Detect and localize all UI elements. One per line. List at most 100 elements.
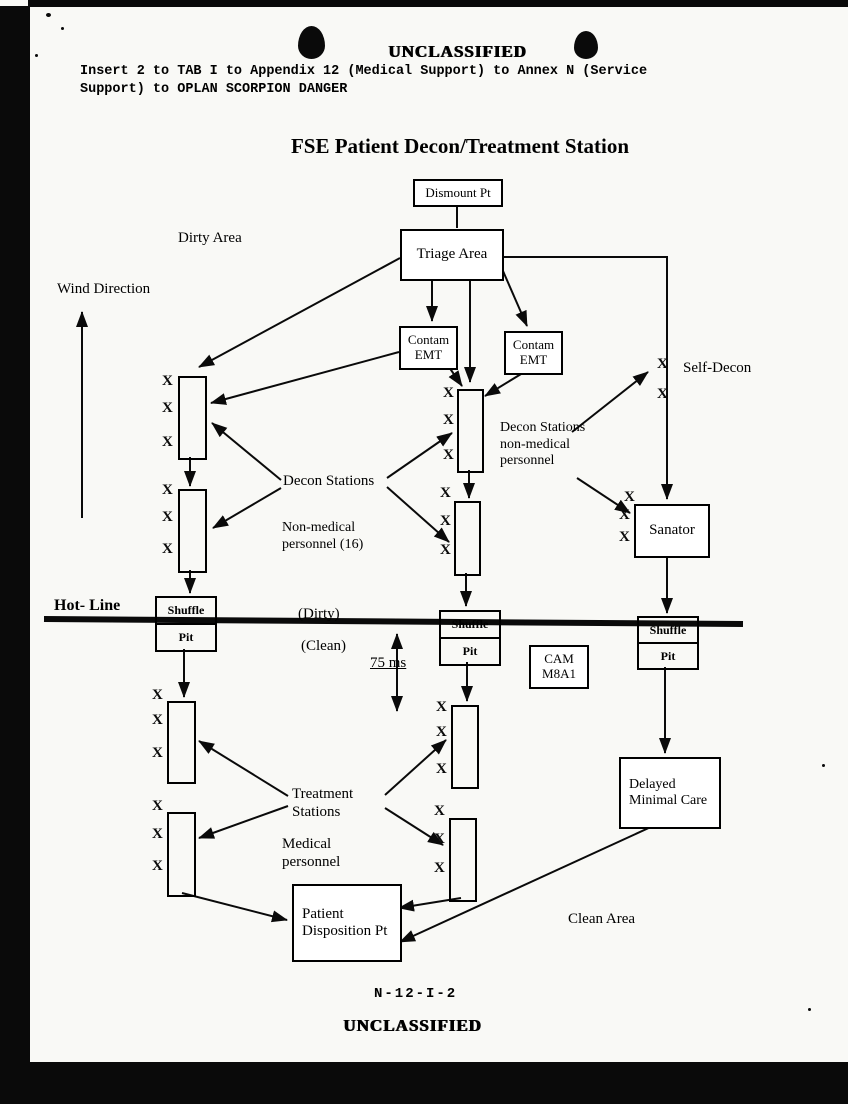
contam-emt-right-box: Contam EMT xyxy=(504,331,563,375)
arrow-treatlabel-to-left-upper xyxy=(198,740,289,797)
arrow-treatlabel-to-mid-lower xyxy=(384,807,444,846)
header-line2: Support) to OPLAN SCORPION DANGER xyxy=(80,82,348,97)
treatment-stations-label: Treatment Stations xyxy=(292,786,354,820)
x-mark: X xyxy=(152,826,163,842)
delayed-minimal-care-box: Delayed Minimal Care xyxy=(619,757,721,829)
triage-area-box: Triage Area xyxy=(400,229,504,281)
x-mark: X xyxy=(152,798,163,814)
decon-station-left-lower xyxy=(178,489,207,573)
arrow-treatLL-to-patient xyxy=(181,892,288,923)
x-mark: X xyxy=(436,699,447,715)
arrow-deconlabel-to-mid-upper xyxy=(386,432,453,479)
x-mark: X xyxy=(152,858,163,874)
treatment-station-left-upper xyxy=(167,701,196,784)
page-title: FSE Patient Decon/Treatment Station xyxy=(290,134,630,158)
arrow-contam-right-to-mid-decon xyxy=(484,370,527,397)
x-mark: X xyxy=(443,385,454,401)
pit-label: Pit xyxy=(178,630,194,644)
x-mark: X xyxy=(434,803,445,819)
x-mark: X xyxy=(162,400,173,416)
arrow-deconlabel-to-left-lower xyxy=(212,487,282,529)
ink-blot xyxy=(298,26,325,59)
clean-side-label: (Clean) xyxy=(301,638,346,654)
arrow-deconlabel-to-left-upper xyxy=(211,422,282,481)
x-mark: X xyxy=(162,434,173,450)
shuffle-pit-left: Shuffle Pit xyxy=(155,596,217,652)
x-mark: X xyxy=(657,356,668,372)
figure-number: N-12-I-2 xyxy=(374,986,458,1002)
hot-line xyxy=(43,616,744,627)
decon-station-left-upper xyxy=(178,376,207,460)
x-mark: X xyxy=(436,761,447,777)
x-mark: X xyxy=(440,485,451,501)
x-mark: X xyxy=(162,541,173,557)
x-mark: X xyxy=(624,489,635,505)
shuffle-label: Shuffle xyxy=(441,612,499,639)
cam-m8a1-box: CAM M8A1 xyxy=(529,645,589,689)
non-medical-personnel-label: Non-medical personnel (16) xyxy=(282,520,364,552)
x-mark: X xyxy=(619,507,630,523)
arrow-treatlabel-to-mid-upper xyxy=(384,739,447,796)
scan-speck xyxy=(35,54,38,57)
shuffle-pit-right: Shuffle Pit xyxy=(637,616,699,670)
dirty-area-label: Dirty Area xyxy=(178,230,242,246)
x-mark: X xyxy=(162,373,173,389)
dirty-side-label: (Dirty) xyxy=(298,606,340,622)
classification-bottom: UNCLASSIFIED xyxy=(343,1016,482,1035)
medical-personnel-label: Medical personnel xyxy=(282,836,341,870)
contam-emt-left-box: Contam EMT xyxy=(399,326,458,370)
arrow-nonmed-to-sanator xyxy=(576,477,631,514)
arrow-contam-left-to-mid-decon xyxy=(448,366,463,387)
decon-station-mid-lower xyxy=(454,501,481,576)
dismount-pt-box: Dismount Pt xyxy=(413,179,503,207)
scan-edge-bottom xyxy=(0,1062,848,1104)
shuffle-pit-middle: Shuffle Pit xyxy=(439,610,501,666)
arrow-delayed-to-patient xyxy=(399,825,654,943)
x-mark: X xyxy=(152,687,163,703)
scan-speck xyxy=(46,13,51,17)
x-mark: X xyxy=(443,447,454,463)
wind-direction-label: Wind Direction xyxy=(57,281,151,297)
arrow-triage-to-contam-right xyxy=(502,270,528,327)
ink-blot xyxy=(574,31,598,59)
clean-area-label: Clean Area xyxy=(568,911,636,927)
hot-line-label: Hot- Line xyxy=(54,597,121,614)
x-mark: X xyxy=(162,482,173,498)
decon-stations-label: Decon Stations xyxy=(283,473,375,489)
classification-top: UNCLASSIFIED xyxy=(388,42,527,61)
header-line1: Insert 2 to TAB I to Appendix 12 (Medica… xyxy=(80,64,648,79)
scan-edge-left xyxy=(0,6,30,1064)
x-mark: X xyxy=(162,509,173,525)
patient-disposition-box: Patient Disposition Pt xyxy=(292,884,402,962)
pit-label: Pit xyxy=(660,648,676,663)
x-mark: X xyxy=(152,712,163,728)
scan-edge-top xyxy=(28,0,848,7)
x-mark: X xyxy=(619,529,630,545)
x-mark: X xyxy=(657,386,668,402)
arrow-treatlabel-to-left-lower xyxy=(198,805,289,839)
treatment-station-mid-lower xyxy=(449,818,477,902)
distance-label: 75 ms xyxy=(370,655,407,671)
arrow-triage-to-sanator xyxy=(500,256,673,500)
shuffle-label: Shuffle xyxy=(157,598,215,625)
arrow-triage-to-left-decon xyxy=(198,257,401,368)
x-mark: X xyxy=(436,724,447,740)
x-mark: X xyxy=(434,860,445,876)
scan-speck xyxy=(822,764,825,767)
x-mark: X xyxy=(152,745,163,761)
self-decon-label: Self-Decon xyxy=(683,360,752,376)
arrow-contam-left-to-left-decon xyxy=(210,351,400,405)
x-mark: X xyxy=(434,831,445,847)
x-mark: X xyxy=(443,412,454,428)
x-mark: X xyxy=(440,542,451,558)
pit-label: Pit xyxy=(462,644,478,658)
decon-station-mid-upper xyxy=(457,389,484,473)
scan-speck xyxy=(808,1008,811,1011)
arrow-deconlabel-to-mid-lower xyxy=(386,486,450,543)
shuffle-label: Shuffle xyxy=(639,618,697,644)
decon-stations-nonmedical-label: Decon Stations non-medical personnel xyxy=(500,420,586,469)
arrow-nonmed-to-selfdecon xyxy=(571,371,649,433)
scan-speck xyxy=(61,27,64,30)
